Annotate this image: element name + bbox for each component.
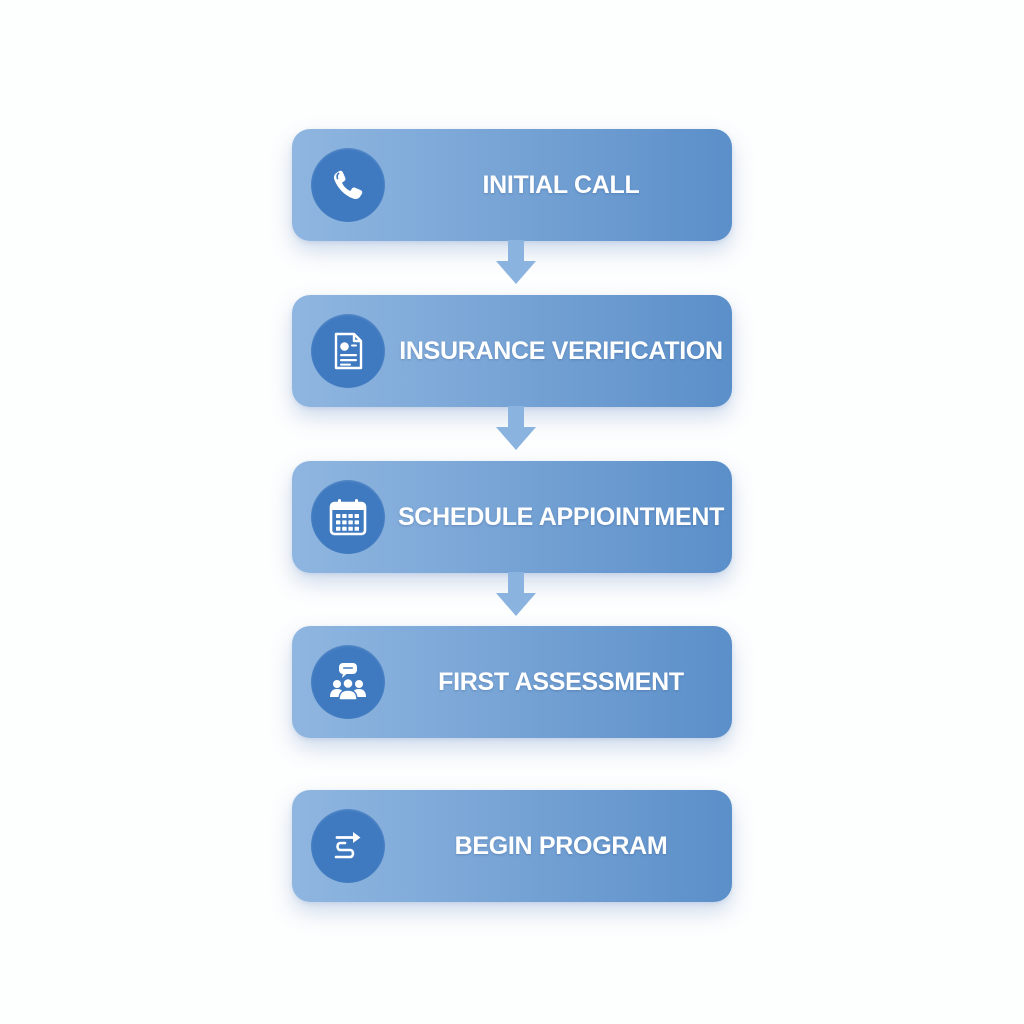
step-label: FIRST ASSESSMENT (438, 668, 684, 696)
step-insurance-verification: INSURANCE VERIFICATION (292, 295, 732, 407)
step-schedule-appointment: SCHEDULE APPIOINTMENT (292, 461, 732, 573)
step-initial-call: INITIAL CALL (292, 129, 732, 241)
step-label: SCHEDULE APPIOINTMENT (397, 503, 725, 531)
step-first-assessment: FIRST ASSESSMENT (292, 626, 732, 738)
calendar-icon (311, 480, 385, 554)
step-label: INITIAL CALL (482, 171, 640, 199)
step-label: BEGIN PROGRAM (454, 832, 668, 860)
down-arrow-icon (496, 572, 536, 616)
document-icon (311, 314, 385, 388)
step-begin-program: BEGIN PROGRAM (292, 790, 732, 902)
phone-icon (311, 148, 385, 222)
path-arrow-icon (311, 809, 385, 883)
down-arrow-icon (496, 406, 536, 450)
step-label: INSURANCE VERIFICATION (399, 337, 723, 365)
group-chat-icon (311, 645, 385, 719)
down-arrow-icon (496, 240, 536, 284)
